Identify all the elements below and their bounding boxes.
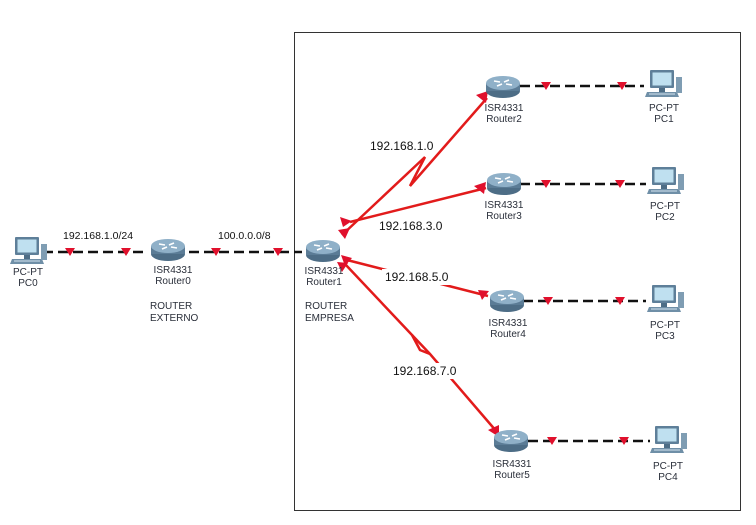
link-indicator <box>543 297 553 305</box>
device-type: ISR4331 <box>153 265 193 276</box>
router1-role-note: ROUTER EMPRESA <box>305 301 354 325</box>
device-type: ISR4331 <box>492 459 532 470</box>
device-type: PC-PT <box>650 320 680 331</box>
link-indicator <box>340 217 352 227</box>
router3-icon[interactable] <box>486 172 522 196</box>
router4-icon[interactable] <box>489 289 525 313</box>
device-name: Router1 <box>306 277 342 288</box>
device-name: Router3 <box>486 211 522 222</box>
link-indicator <box>615 297 625 305</box>
note-line: ROUTER <box>150 301 193 312</box>
link-indicator <box>337 262 348 272</box>
device-name: Router5 <box>494 470 530 481</box>
link-indicator <box>211 248 221 256</box>
pc0-label: PC-PT PC0 <box>13 267 43 289</box>
device-name: PC1 <box>654 114 674 125</box>
link-indicator <box>617 82 627 90</box>
device-name: PC4 <box>658 472 678 483</box>
router0-icon[interactable] <box>150 238 186 262</box>
link-indicator <box>478 290 489 300</box>
device-name: PC0 <box>18 278 38 289</box>
router0-label: ISR4331 Router0 <box>154 265 193 287</box>
router5-icon[interactable] <box>493 429 529 453</box>
pc2-label: PC-PT PC2 <box>650 201 680 223</box>
link-indicator <box>615 180 625 188</box>
router3-label: ISR4331 Router3 <box>485 200 524 222</box>
pc1-label: PC-PT PC1 <box>649 103 679 125</box>
note-line: ROUTER <box>305 301 348 312</box>
link-indicator <box>547 437 557 445</box>
device-name: Router2 <box>486 114 522 125</box>
note-line: EXTERNO <box>150 313 199 324</box>
router1-icon[interactable] <box>305 239 341 263</box>
link-indicator <box>541 82 551 90</box>
device-type: ISR4331 <box>484 103 524 114</box>
pc2-icon[interactable] <box>646 166 685 195</box>
link-indicator <box>476 91 488 103</box>
network-label-wan: 100.0.0.0/8 <box>218 230 271 242</box>
pc4-label: PC-PT PC4 <box>653 461 683 483</box>
device-type: ISR4331 <box>488 318 528 329</box>
device-type: PC-PT <box>653 461 683 472</box>
network-label-router5: 192.168.7.0 <box>390 363 460 379</box>
device-name: PC2 <box>655 212 675 223</box>
pc0-icon[interactable] <box>9 236 48 265</box>
serial-link-router1-router5-zigzag <box>410 334 431 356</box>
note-line: EMPRESA <box>305 313 354 324</box>
device-type: PC-PT <box>649 103 679 114</box>
link-indicator <box>121 248 131 256</box>
network-label-router3: 192.168.3.0 <box>376 218 446 234</box>
pc1-icon[interactable] <box>644 69 683 98</box>
link-status-indicators <box>65 82 629 445</box>
serial-link-router1-router2[interactable] <box>341 97 488 236</box>
router1-label: ISR4331 Router1 <box>305 266 344 288</box>
device-type: PC-PT <box>650 201 680 212</box>
device-name: Router0 <box>155 276 191 287</box>
device-type: ISR4331 <box>484 200 524 211</box>
serial-link-router1-router5[interactable] <box>344 263 498 433</box>
device-name: PC3 <box>655 331 675 342</box>
serial-link-router1-router3[interactable] <box>349 186 487 224</box>
network-label-router2: 192.168.1.0 <box>367 138 437 154</box>
router5-label: ISR4331 Router5 <box>493 459 532 481</box>
link-indicator <box>619 437 629 445</box>
router0-role-note: ROUTER EXTERNO <box>150 301 198 325</box>
pc3-icon[interactable] <box>646 284 685 313</box>
network-label-router4: 192.168.5.0 <box>382 269 452 285</box>
link-indicator <box>65 248 75 256</box>
link-indicator <box>541 180 551 188</box>
pc4-icon[interactable] <box>649 425 688 454</box>
link-indicator <box>474 182 486 194</box>
pc3-label: PC-PT PC3 <box>650 320 680 342</box>
link-indicator <box>338 228 350 239</box>
enterprise-frame <box>294 32 741 511</box>
router2-label: ISR4331 Router2 <box>485 103 524 125</box>
device-type: ISR4331 <box>304 266 344 277</box>
link-indicator <box>341 255 352 266</box>
network-label-pc0-lan: 192.168.1.0/24 <box>63 230 134 242</box>
link-indicator <box>273 248 283 256</box>
router4-label: ISR4331 Router4 <box>489 318 528 340</box>
router2-icon[interactable] <box>485 75 521 99</box>
device-type: PC-PT <box>13 267 43 278</box>
device-name: Router4 <box>490 329 526 340</box>
